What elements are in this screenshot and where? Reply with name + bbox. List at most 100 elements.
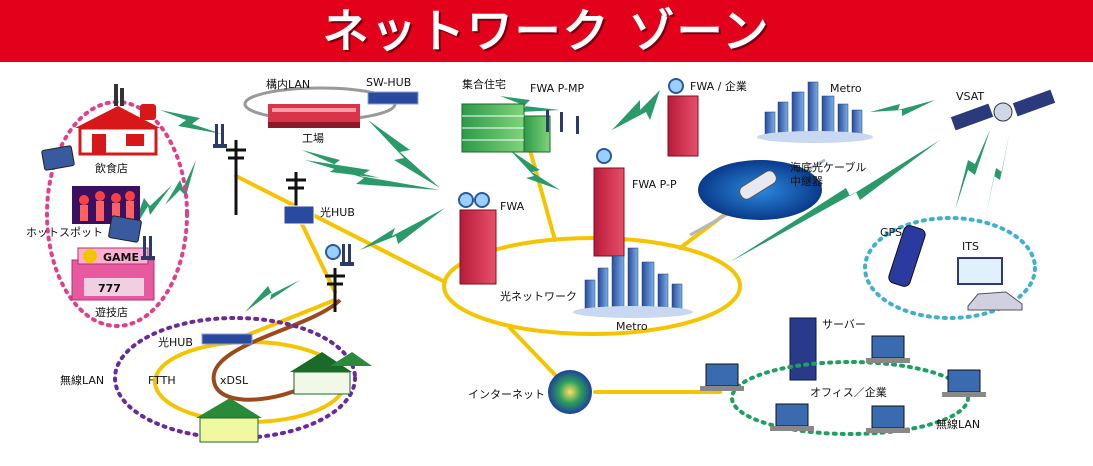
office-lan-ring <box>730 360 970 436</box>
label-undersea: 海底光ケーブル <box>790 160 866 174</box>
wireless-links <box>130 90 1010 312</box>
optical-hub-icon <box>201 333 253 345</box>
label-restaurant: 飲食店 <box>95 161 128 175</box>
fiber-pole-to-ftth-hub <box>233 298 337 342</box>
mobile-phone-icon <box>888 225 926 287</box>
fwa-building-icon <box>459 209 497 285</box>
label-xdsl: xDSL <box>220 374 249 387</box>
laptop-icon <box>866 405 910 433</box>
optical-hub-icon <box>283 205 315 225</box>
fwa-enterprise-building-icon <box>667 95 699 157</box>
label-sw-hub: SW-HUB <box>366 76 411 89</box>
label-hotspot: ホットスポット <box>26 226 103 239</box>
fiber-apartment-to-ring <box>528 148 557 242</box>
house-icon <box>196 398 262 443</box>
network-diagram: GAME 777 <box>26 76 1056 443</box>
label-hikari-hub-top: 光HUB <box>320 205 355 219</box>
gps-its-ring <box>863 216 1037 320</box>
internet-globe-icon <box>548 370 592 414</box>
hotspot-people-icon <box>72 186 140 224</box>
label-gps: GPS <box>880 226 902 239</box>
label-repeater: 中継器 <box>790 174 823 188</box>
bolt-vsat-gps <box>955 130 990 210</box>
laptop-icon <box>700 363 744 391</box>
bolt-pole-lan <box>245 280 300 312</box>
bolt-amusement <box>165 160 196 205</box>
bolt-apartment-fwa <box>500 96 560 112</box>
laptop-icon <box>866 335 910 363</box>
fiber-ring-to-internet <box>508 326 562 382</box>
xdsl-line <box>211 298 342 402</box>
bolt-vsat-its <box>985 130 1010 220</box>
its-screen-icon <box>957 257 1003 285</box>
antenna-icon <box>141 236 155 260</box>
car-icon <box>967 291 1023 311</box>
label-its: ITS <box>962 240 979 253</box>
metro-skyline-icon <box>584 247 683 311</box>
label-ftth: FTTH <box>148 374 176 387</box>
bolt-vsat-ring <box>730 140 940 262</box>
label-amusement: 遊技店 <box>95 305 128 319</box>
slot-text: 777 <box>98 282 121 295</box>
sw-hub-icon <box>367 91 419 105</box>
server-icon <box>789 317 817 381</box>
bolt-pole-factory <box>302 150 380 178</box>
pole-lamp-icon <box>325 244 341 260</box>
bolt-pole-fwa <box>305 160 440 190</box>
game-sign-text: GAME <box>103 251 139 264</box>
antenna-icon <box>340 244 354 266</box>
bolt-pmp <box>510 150 560 190</box>
label-hikari-hub-bottom: 光HUB <box>158 335 193 349</box>
fwa-antenna-icon <box>458 192 474 208</box>
vsat-satellite-icon <box>950 89 1056 131</box>
bolt-hotspot-left <box>130 185 172 236</box>
optical-ring <box>442 236 742 336</box>
label-fwa-enterprise: FWA / 企業 <box>690 79 747 93</box>
bolt-factory-fwa <box>368 120 440 188</box>
fiber-pole-to-ring <box>234 174 447 284</box>
bolt-hotspot-pole <box>160 110 222 134</box>
utility-pole-icon <box>286 172 306 212</box>
antenna-icon <box>546 110 579 134</box>
label-vsat: VSAT <box>956 90 984 103</box>
label-wireless-lan-left: 無線LAN <box>60 373 104 387</box>
label-server: サーバー <box>822 318 866 331</box>
metro-skyline-icon <box>764 81 863 137</box>
utility-pole-icon <box>226 140 246 215</box>
label-apartment: 集合住宅 <box>462 77 506 91</box>
undersea-repeater-icon <box>739 170 777 200</box>
fwa-antenna-icon <box>668 78 684 94</box>
page-title: ネットワーク ゾーン <box>322 4 771 58</box>
label-kounai-lan: 構内LAN <box>266 77 310 91</box>
laptop-icon <box>770 403 814 431</box>
label-metro-top: Metro <box>830 82 862 95</box>
fiber-hub-to-pole <box>296 214 337 294</box>
label-metro-bottom: Metro <box>616 320 648 333</box>
factory-building-icon <box>268 104 360 128</box>
antenna-icon <box>213 124 227 148</box>
label-internet: インターネット <box>468 388 545 401</box>
label-factory: 工場 <box>302 132 324 145</box>
label-wireless-lan-right: 無線LAN <box>936 417 980 431</box>
metro-base <box>757 131 873 143</box>
title-banner: ネットワーク ゾーン <box>0 0 1093 62</box>
bolt-metro-vsat <box>870 100 935 116</box>
apartment-building-icon <box>461 103 551 153</box>
amusement-icon <box>71 247 155 301</box>
house-icon <box>290 352 372 395</box>
fwa-pp-antenna-icon <box>596 148 612 164</box>
label-optical-network: 光ネットワーク <box>500 289 577 303</box>
restaurant-tablet-icon <box>41 145 75 171</box>
label-fwa-pmp: FWA P-MP <box>530 82 584 95</box>
label-fwa: FWA <box>500 200 525 213</box>
bolt-enterprise <box>612 90 660 130</box>
hotspot-tablet-icon <box>108 215 142 243</box>
laptop-icon <box>942 369 986 397</box>
utility-pole-icon <box>325 268 345 312</box>
restaurant-icon <box>75 84 160 156</box>
metro-base <box>573 306 693 318</box>
label-office: オフィス／企業 <box>810 385 887 399</box>
fwa-pp-building-icon <box>593 167 625 257</box>
label-fwa-pp: FWA P-P <box>632 178 677 191</box>
fwa-antenna-icon <box>474 192 490 208</box>
